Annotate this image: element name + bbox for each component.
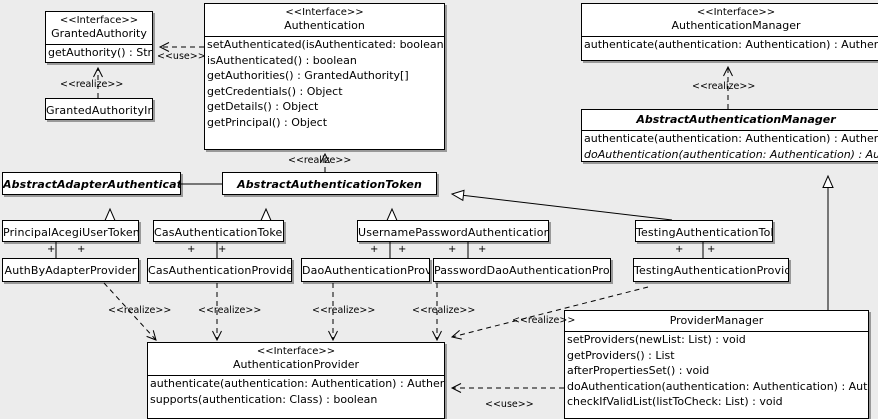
edge-label-realize-authbyadapterprovider: <<realize>> xyxy=(108,305,172,316)
class-auth-by-adapter-provider[interactable]: AuthByAdapterProvider xyxy=(2,258,139,282)
class-password-dao-authentication-provider[interactable]: PasswordDaoAuthenticationProvider xyxy=(433,258,611,282)
class-name: CasAuthenticationToken xyxy=(154,226,284,239)
member-row: getDetails() : Object xyxy=(207,100,319,114)
class-name: AbstractAuthenticationToken xyxy=(237,178,422,191)
edge-label-realize-daoauthenticationprovider: <<realize>> xyxy=(312,305,376,316)
assoc-mark-plus: + xyxy=(707,244,716,255)
class-members: authenticate(authentication: Authenticat… xyxy=(148,376,444,407)
class-name: AbstractAdapterAuthenticationToken xyxy=(3,178,180,191)
class-authentication-provider[interactable]: <<Interface>> AuthenticationProvider aut… xyxy=(147,342,445,419)
class-header: <<Interface>> AuthenticationProvider xyxy=(148,343,444,375)
class-authentication-manager[interactable]: <<Interface>> AuthenticationManager auth… xyxy=(581,3,878,61)
member-row: getCredentials() : Object xyxy=(207,84,343,98)
class-provider-manager[interactable]: ProviderManager setProviders(newList: Li… xyxy=(564,310,869,419)
class-members: authenticate(authentication: Authenticat… xyxy=(582,37,878,53)
class-granted-authority[interactable]: <<Interface>> GrantedAuthority getAuthor… xyxy=(45,11,153,63)
divider xyxy=(565,331,868,332)
stereotype-label: <<Interface>> xyxy=(256,346,336,357)
assoc-mark-plus: + xyxy=(77,244,86,255)
edge-label-use-providermanager: <<use>> xyxy=(485,399,534,410)
class-authentication[interactable]: <<Interface>> Authentication setAuthenti… xyxy=(204,3,445,150)
member-row: isAuthenticated() : boolean xyxy=(207,53,357,67)
member-row: getPrincipal() : Object xyxy=(207,115,328,129)
member-row: checkIfValidList(listToCheck: List) : vo… xyxy=(567,395,783,409)
assoc-mark-plus: + xyxy=(47,244,56,255)
assoc-mark-plus: + xyxy=(448,244,457,255)
class-name: GrantedAuthority xyxy=(51,27,147,40)
class-name: AuthenticationManager xyxy=(671,19,801,32)
assoc-mark-plus: + xyxy=(218,244,227,255)
member-row: getAuthority() : String xyxy=(48,46,153,59)
class-name: CasAuthenticationProvider xyxy=(148,264,292,277)
class-header: <<Interface>> AuthenticationManager xyxy=(582,4,878,36)
member-row: supports(authentication: Class) : boolea… xyxy=(150,392,378,406)
class-username-password-authentication-token[interactable]: UsernamePasswordAuthenticationToken xyxy=(357,220,549,242)
edge-label-realize-testingauthenticationprovider: <<realize>> xyxy=(512,315,576,326)
divider xyxy=(148,375,444,376)
member-row: authenticate(authentication: Authenticat… xyxy=(584,132,878,145)
member-row: authenticate(authentication: Authenticat… xyxy=(150,377,444,390)
class-cas-authentication-token[interactable]: CasAuthenticationToken xyxy=(153,220,284,242)
class-testing-authentication-token[interactable]: TestingAuthenticationToken xyxy=(635,220,773,242)
member-row: setAuthenticated(isAuthenticated: boolea… xyxy=(207,38,445,51)
divider xyxy=(582,130,878,131)
edge-label-realize-abstractauthenticationtoken: <<realize>> xyxy=(288,155,352,166)
member-row: getAuthorities() : GrantedAuthority[] xyxy=(207,69,409,83)
class-name: ProviderManager xyxy=(669,314,764,327)
class-testing-authentication-provider[interactable]: TestingAuthenticationProvider xyxy=(633,258,789,282)
class-name: UsernamePasswordAuthenticationToken xyxy=(358,226,549,239)
class-header: <<Interface>> Authentication xyxy=(205,4,444,36)
edge-label-realize-passworddaoprovider: <<realize>> xyxy=(412,305,476,316)
class-name: Authentication xyxy=(284,19,365,32)
class-granted-authority-impl[interactable]: GrantedAuthorityImpl xyxy=(45,98,153,120)
class-name: PrincipalAcegiUserToken xyxy=(3,226,139,239)
class-header: <<Interface>> GrantedAuthority xyxy=(46,12,152,44)
assoc-mark-plus: + xyxy=(675,244,684,255)
class-header: ProviderManager xyxy=(565,311,868,331)
member-row: authenticate(authentication: Authenticat… xyxy=(584,38,878,51)
assoc-mark-plus: + xyxy=(478,244,487,255)
member-row: doAuthentication(authentication: Authent… xyxy=(567,379,868,393)
class-name: AuthByAdapterProvider xyxy=(4,264,137,277)
edge-label-realize-abstractauthenticationmanager: <<realize>> xyxy=(692,81,756,92)
class-members: setProviders(newList: List) : void getPr… xyxy=(565,332,868,410)
member-row: doAuthentication(authentication: Authent… xyxy=(584,147,878,161)
divider xyxy=(582,36,878,37)
class-abstract-authentication-token[interactable]: AbstractAuthenticationToken xyxy=(222,172,437,195)
stereotype-label: <<Interface>> xyxy=(59,15,139,26)
class-members: getAuthority() : String xyxy=(46,45,152,61)
member-row: setProviders(newList: List) : void xyxy=(567,333,746,346)
class-header: AbstractAuthenticationManager xyxy=(582,110,878,130)
edge-label-realize-grantedauthorityimpl: <<realize>> xyxy=(60,79,124,90)
class-cas-authentication-provider[interactable]: CasAuthenticationProvider xyxy=(147,258,292,282)
edge-label-use-grantedauthority: <<use>> xyxy=(157,51,206,62)
class-abstract-adapter-authentication-token[interactable]: AbstractAdapterAuthenticationToken xyxy=(2,172,181,195)
assoc-mark-plus: + xyxy=(370,244,379,255)
divider xyxy=(46,44,152,45)
class-name: DaoAuthenticationProvider xyxy=(302,264,429,277)
stereotype-label: <<Interface>> xyxy=(696,7,776,18)
class-name: TestingAuthenticationToken xyxy=(636,226,772,239)
divider xyxy=(205,36,444,37)
stereotype-label: <<Interface>> xyxy=(285,7,364,18)
class-dao-authentication-provider[interactable]: DaoAuthenticationProvider xyxy=(301,258,430,282)
class-name: AuthenticationProvider xyxy=(232,358,360,371)
class-principal-acegi-user-token[interactable]: PrincipalAcegiUserToken xyxy=(2,220,139,242)
assoc-mark-plus: + xyxy=(187,244,196,255)
class-members: setAuthenticated(isAuthenticated: boolea… xyxy=(205,37,444,131)
class-abstract-authentication-manager[interactable]: AbstractAuthenticationManager authentica… xyxy=(581,109,878,162)
edge-generalize-testingauthenticationtoken xyxy=(450,189,673,221)
edge-label-realize-casauthenticationprovider: <<realize>> xyxy=(198,305,262,316)
class-name: PasswordDaoAuthenticationProvider xyxy=(434,264,610,277)
class-name: AbstractAuthenticationManager xyxy=(636,113,836,126)
member-row: getProviders() : List xyxy=(567,348,675,362)
assoc-mark-plus: + xyxy=(398,244,407,255)
member-row: afterPropertiesSet() : void xyxy=(567,364,710,378)
class-name: TestingAuthenticationProvider xyxy=(634,264,789,277)
class-members: authenticate(authentication: Authenticat… xyxy=(582,131,878,161)
class-name: GrantedAuthorityImpl xyxy=(46,104,152,117)
